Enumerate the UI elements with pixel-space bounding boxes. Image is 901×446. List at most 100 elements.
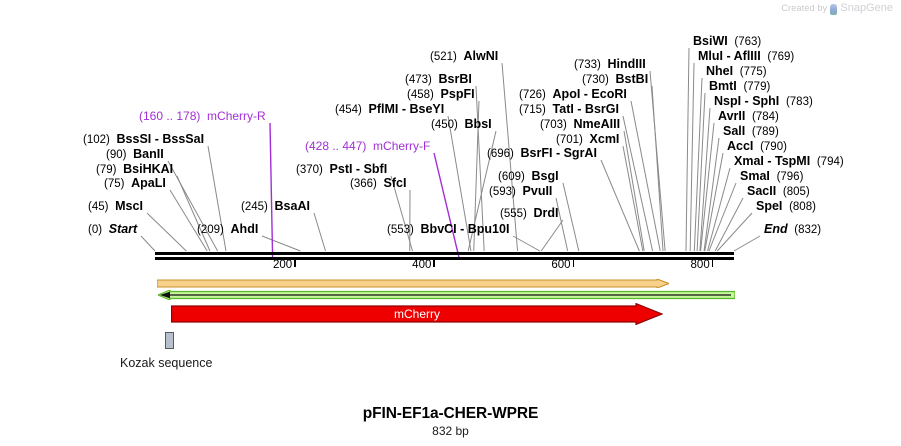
- leader-line: [169, 189, 208, 252]
- restriction-site-label[interactable]: (726) ApoI - EcoRI: [519, 88, 627, 102]
- restriction-site-label[interactable]: NspI - SphI (783): [714, 95, 813, 109]
- site-position: (593): [489, 186, 516, 198]
- kozak-sequence-box[interactable]: [165, 332, 174, 349]
- site-enzyme: BsiWI: [693, 34, 728, 48]
- restriction-site-label[interactable]: (245) BsaAI: [241, 200, 310, 214]
- leader-line: [562, 182, 580, 252]
- restriction-site-label[interactable]: End (832): [764, 223, 821, 237]
- site-position: (245): [241, 201, 268, 213]
- restriction-site-label[interactable]: (102) BssSI - BssSaI: [83, 133, 204, 147]
- site-position: (45): [88, 201, 109, 213]
- restriction-site-label[interactable]: (555) DrdI: [500, 207, 559, 221]
- restriction-site-label[interactable]: (715) TatI - BsrGI: [519, 103, 619, 117]
- leader-line: [512, 235, 541, 252]
- watermark-brand: SnapGene: [840, 2, 893, 14]
- primer-label[interactable]: (160 .. 178) mCherry-R: [139, 110, 266, 123]
- restriction-site-label[interactable]: AvrII (784): [718, 110, 779, 124]
- leader-line: [703, 137, 720, 252]
- restriction-site-label[interactable]: NheI (775): [706, 65, 767, 79]
- leader-line: [433, 152, 460, 259]
- restriction-site-label[interactable]: (696) BsrFI - SgrAI: [487, 147, 597, 161]
- site-enzyme: XmaI - TspMI: [734, 154, 811, 168]
- site-position: (473): [405, 74, 432, 86]
- restriction-site-label[interactable]: (90) BanII: [106, 148, 164, 162]
- site-enzyme: PspFI: [440, 87, 475, 101]
- leader-line: [685, 47, 690, 252]
- site-enzyme: PstI - SbfI: [329, 162, 388, 176]
- snapgene-watermark: Created by SnapGene: [781, 2, 893, 15]
- restriction-site-label[interactable]: MluI - AflIII (769): [698, 50, 794, 64]
- site-enzyme: ApaLI: [131, 176, 166, 190]
- leader-line: [630, 100, 661, 252]
- leader-line: [261, 235, 301, 252]
- site-enzyme: BmtI: [709, 79, 737, 93]
- restriction-site-label[interactable]: BmtI (779): [709, 80, 770, 94]
- site-enzyme: NmeAIII: [573, 117, 621, 131]
- restriction-site-label[interactable]: (458) PspFI: [407, 88, 475, 102]
- restriction-site-label[interactable]: (703) NmeAIII: [540, 118, 620, 132]
- site-enzyme: ApoI - EcoRI: [552, 87, 627, 101]
- site-position: (609): [498, 171, 525, 183]
- site-enzyme: MluI - AflIII: [698, 49, 761, 63]
- restriction-site-label[interactable]: (521) AlwNI: [430, 50, 498, 64]
- leader-line: [390, 175, 413, 252]
- restriction-site-label[interactable]: XmaI - TspMI (794): [734, 155, 844, 169]
- restriction-site-label[interactable]: (366) SfcI: [350, 177, 406, 191]
- site-position: (450): [431, 119, 458, 131]
- restriction-site-label[interactable]: (45) MscI: [88, 200, 143, 214]
- site-enzyme: SfcI: [383, 176, 407, 190]
- ruler-tick: [572, 259, 575, 267]
- ruler-line-bottom: [155, 257, 734, 260]
- restriction-site-label[interactable]: (701) XcmI: [556, 133, 619, 147]
- site-position: (553): [387, 224, 414, 236]
- primer-range: (428 .. 447): [305, 139, 367, 153]
- site-position: (790): [760, 141, 787, 153]
- restriction-site-label[interactable]: SpeI (808): [756, 200, 816, 214]
- restriction-site-label[interactable]: (730) BstBI: [582, 73, 648, 87]
- restriction-site-label[interactable]: (473) BsrBI: [405, 73, 472, 87]
- restriction-site-label[interactable]: BsiWI (763): [693, 35, 761, 49]
- restriction-site-label[interactable]: (450) BbsI: [431, 118, 492, 132]
- green-feature-arrow[interactable]: [158, 290, 735, 300]
- leader-line: [313, 212, 326, 252]
- site-enzyme: AlwNI: [463, 49, 499, 63]
- restriction-site-label[interactable]: (593) PvuII: [489, 185, 552, 199]
- restriction-site-label[interactable]: (370) PstI - SbfI: [296, 163, 387, 177]
- restriction-site-label[interactable]: SalI (789): [723, 125, 779, 139]
- mcherry-gene-arrow[interactable]: [171, 303, 663, 325]
- restriction-site-label[interactable]: (75) ApaLI: [104, 177, 166, 191]
- primer-label[interactable]: (428 .. 447) mCherry-F: [305, 140, 430, 153]
- snapgene-logo-icon: [830, 3, 838, 15]
- site-enzyme: AvrII: [718, 109, 746, 123]
- restriction-site-label[interactable]: (609) BsgI: [498, 170, 559, 184]
- restriction-site-label[interactable]: (0) Start: [88, 223, 137, 237]
- site-position: (805): [782, 186, 810, 198]
- restriction-site-label[interactable]: (454) PflMI - BseYI: [335, 103, 444, 117]
- site-enzyme: Start: [108, 222, 138, 236]
- restriction-site-label[interactable]: (209) AhdI: [197, 223, 258, 237]
- site-enzyme: BsrBI: [438, 72, 472, 86]
- site-position: (209): [197, 224, 224, 236]
- site-enzyme: PflMI - BseYI: [368, 102, 445, 116]
- site-enzyme: SmaI: [740, 169, 770, 183]
- restriction-site-label[interactable]: SacII (805): [747, 185, 810, 199]
- leader-line: [622, 145, 644, 252]
- leader-line: [696, 92, 706, 252]
- site-position: (79): [96, 164, 117, 176]
- ruler-tick-label: 800: [690, 259, 710, 271]
- leader-line: [704, 152, 724, 252]
- site-enzyme: BsgI: [531, 169, 559, 183]
- restriction-site-label[interactable]: (733) HindIII: [574, 58, 646, 72]
- restriction-site-label[interactable]: AccI (790): [727, 140, 787, 154]
- restriction-site-label[interactable]: SmaI (796): [740, 170, 803, 184]
- restriction-site-label[interactable]: (553) BbvCI - Bpu10I: [387, 223, 509, 237]
- primer-range: (160 .. 178): [139, 109, 201, 123]
- orange-feature-arrow[interactable]: [157, 279, 669, 288]
- site-position: (789): [751, 126, 779, 138]
- site-position: (796): [776, 171, 804, 183]
- site-enzyme: BssSI - BssSaI: [116, 132, 205, 146]
- site-position: (102): [83, 134, 110, 146]
- leader-line: [555, 197, 569, 252]
- restriction-site-label[interactable]: (79) BsiHKAI: [96, 163, 173, 177]
